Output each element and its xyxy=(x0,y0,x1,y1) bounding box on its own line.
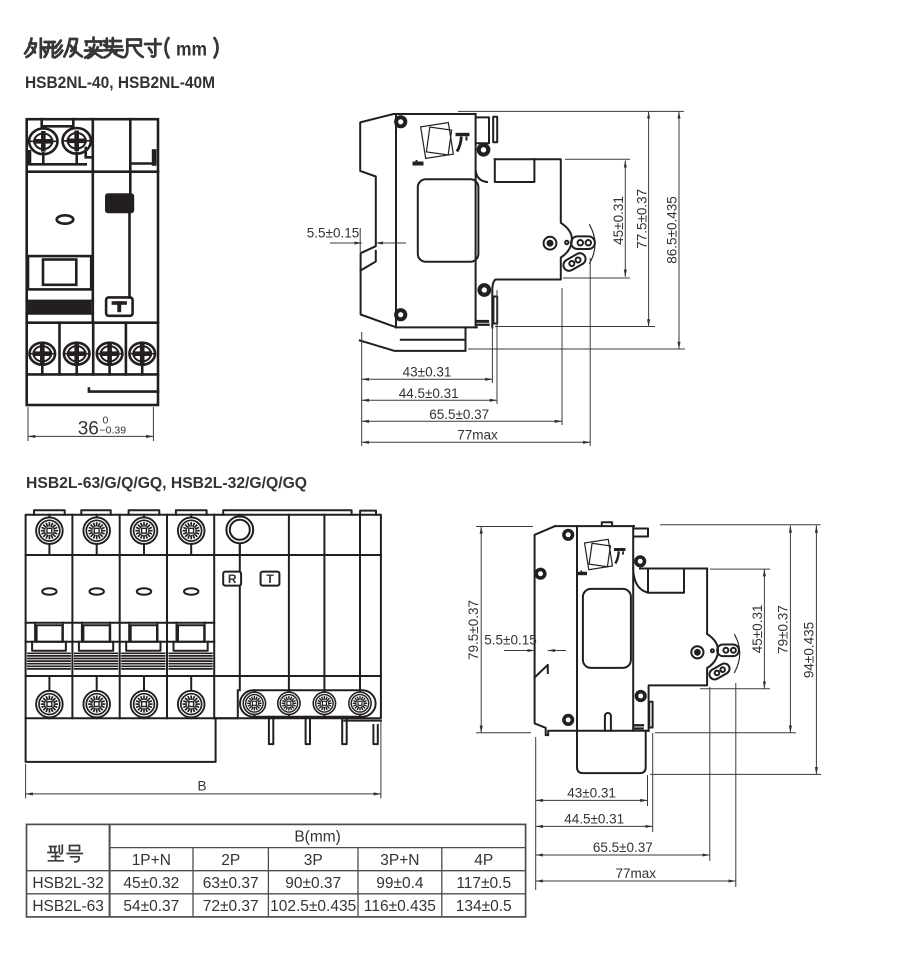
svg-text:44.5±0.31: 44.5±0.31 xyxy=(399,386,459,401)
svg-text:79.5±0.37: 79.5±0.37 xyxy=(466,600,481,660)
svg-text:43±0.31: 43±0.31 xyxy=(567,785,616,800)
svg-text:117±0.5: 117±0.5 xyxy=(456,875,511,892)
svg-text:45±0.31: 45±0.31 xyxy=(611,196,626,245)
svg-text:HSB2NL-40, HSB2NL-40M: HSB2NL-40, HSB2NL-40M xyxy=(25,73,215,92)
svg-text:0: 0 xyxy=(103,415,109,427)
svg-text:5.5±0.15: 5.5±0.15 xyxy=(484,633,536,648)
svg-text:63±0.37: 63±0.37 xyxy=(203,875,259,892)
svg-text:B: B xyxy=(197,779,206,794)
svg-text:B(mm): B(mm) xyxy=(294,829,341,846)
svg-text:2P: 2P xyxy=(221,852,240,869)
svg-text:HSB2L-63: HSB2L-63 xyxy=(32,898,104,915)
svg-text:94±0.435: 94±0.435 xyxy=(802,622,817,678)
svg-text:43±0.31: 43±0.31 xyxy=(403,365,452,380)
svg-text:90±0.37: 90±0.37 xyxy=(285,875,341,892)
svg-text:R: R xyxy=(228,572,237,586)
svg-text:4P: 4P xyxy=(474,852,493,869)
svg-text:65.5±0.37: 65.5±0.37 xyxy=(593,840,653,855)
svg-text:45±0.31: 45±0.31 xyxy=(750,605,765,654)
svg-text:65.5±0.37: 65.5±0.37 xyxy=(429,407,489,422)
svg-text:3P: 3P xyxy=(304,852,323,869)
svg-text:45±0.32: 45±0.32 xyxy=(123,875,179,892)
svg-text:5.5±0.15: 5.5±0.15 xyxy=(307,226,359,241)
svg-text:116±0.435: 116±0.435 xyxy=(364,898,436,915)
svg-text:102.5±0.435: 102.5±0.435 xyxy=(270,898,356,915)
svg-text:79±0.37: 79±0.37 xyxy=(776,605,791,654)
svg-text:36: 36 xyxy=(78,419,99,440)
svg-text:77.5±0.37: 77.5±0.37 xyxy=(635,189,650,249)
svg-text:T: T xyxy=(266,572,274,586)
svg-text:134±0.5: 134±0.5 xyxy=(456,898,512,915)
svg-text:72±0.37: 72±0.37 xyxy=(203,898,259,915)
svg-text:mm: mm xyxy=(176,40,207,61)
svg-text:HSB2L-63/G/Q/GQ, HSB2L-32/G/Q/: HSB2L-63/G/Q/GQ, HSB2L-32/G/Q/GQ xyxy=(26,475,307,492)
svg-text:54±0.37: 54±0.37 xyxy=(123,898,179,915)
svg-text:HSB2L-32: HSB2L-32 xyxy=(32,875,104,892)
svg-text:86.5±0.435: 86.5±0.435 xyxy=(665,196,680,263)
svg-text:77max: 77max xyxy=(616,866,657,881)
svg-text:3P+N: 3P+N xyxy=(380,852,419,869)
svg-text:99±0.4: 99±0.4 xyxy=(376,875,424,892)
svg-text:1P+N: 1P+N xyxy=(132,852,171,869)
svg-text:77max: 77max xyxy=(457,427,498,442)
svg-text:−0.39: −0.39 xyxy=(100,425,127,437)
svg-text:44.5±0.31: 44.5±0.31 xyxy=(564,811,624,826)
